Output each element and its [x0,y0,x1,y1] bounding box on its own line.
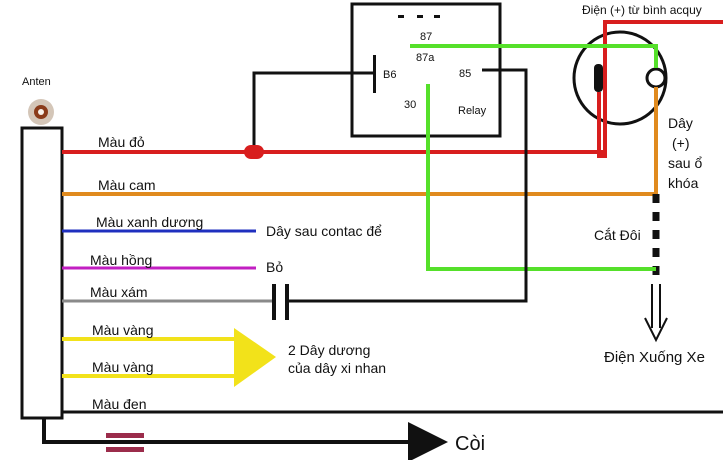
key-wire-label-2: (+) [672,135,690,151]
yellow-dest-label-2: của dây xi nhan [288,360,386,376]
label-orange: Màu cam [98,177,156,193]
label-yellow-1: Màu vàng [92,322,153,338]
green-wire-30 [426,84,656,271]
relay-pin-87a: 87a [416,52,435,64]
down-arrow-icon [644,284,668,343]
capacitor-icon [272,284,289,320]
antenna-label: Anten [22,76,51,88]
yellow-dest-label-1: 2 Dây dương [288,342,370,358]
green-wire-87 [410,44,658,68]
yellow-arrow-icon [234,328,276,387]
battery-label: Điện (+) từ bình acquy [582,3,702,17]
label-gray: Màu xám [90,284,148,300]
blue-dest-label: Dây sau contac để [266,223,382,239]
connector-pin-left [594,64,603,92]
down-label: Điện Xuống Xe [604,349,705,366]
alarm-module [20,126,64,420]
splice-red [244,145,264,159]
relay-pin-87: 87 [420,31,432,43]
relay-pin-30: 30 [404,99,416,111]
horn-label: Còi [455,433,485,455]
connector-pin-right [645,67,667,89]
relay-label: Relay [458,105,487,117]
fuse-icon [106,433,144,452]
label-blue: Màu xanh dương [96,214,203,230]
battery-wire [597,20,723,158]
splice-to-relay-wire [252,71,373,145]
key-wire-label-1: Dây [668,115,693,131]
relay-pin-85: 85 [459,68,471,80]
horn-wire [42,418,448,460]
relay-top-marks [398,15,440,18]
relay-pin-86-bar [373,55,376,93]
label-red: Màu đỏ [98,134,145,150]
label-pink: Màu hồng [90,252,152,268]
key-wire-label-4: khóa [668,175,699,191]
key-wire-label-3: sau ổ [668,155,702,171]
gray-to-relay-wire [289,68,528,303]
relay-pin-86: B6 [383,69,396,81]
label-black: Màu đen [92,396,146,412]
cut-label: Cắt Đôi [594,227,641,243]
pink-dest-label: Bỏ [266,259,283,275]
label-yellow-2: Màu vàng [92,359,153,375]
antenna-icon [28,99,54,125]
